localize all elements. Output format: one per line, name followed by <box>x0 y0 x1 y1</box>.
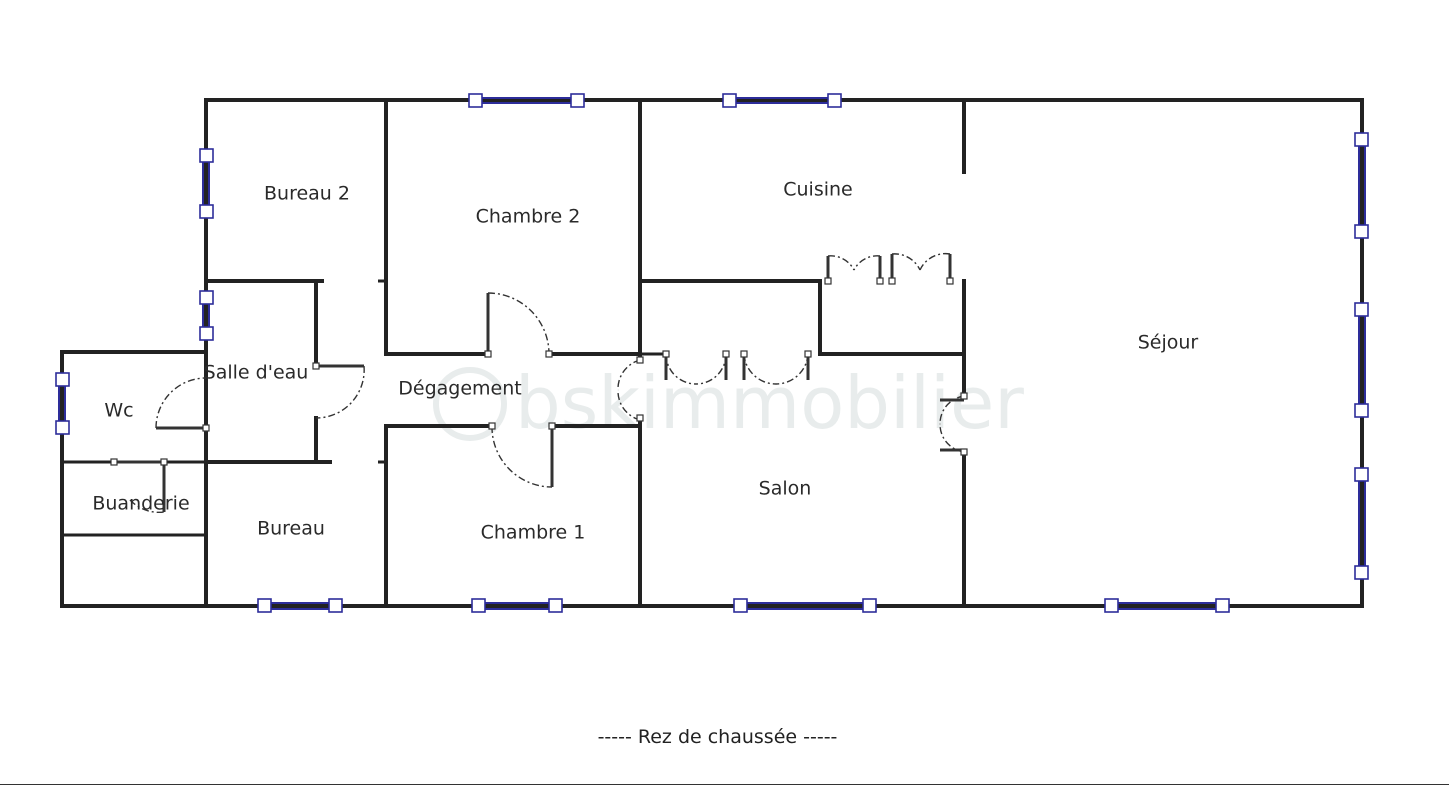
door-chambre1 <box>488 422 556 488</box>
window-right-sejour-1 <box>1354 132 1369 239</box>
bottom-divider <box>0 784 1449 785</box>
window-bottom-salon <box>733 598 877 613</box>
door-salle-eau <box>312 362 365 419</box>
window-bottom-sejour <box>1104 598 1230 613</box>
window-bottom-bureau <box>257 598 343 613</box>
room-label-salon: Salon <box>759 478 812 500</box>
windows <box>55 93 1369 613</box>
room-label-degagement: Dégagement <box>398 378 521 400</box>
window-right-sejour-3 <box>1354 467 1369 580</box>
door-chambre2 <box>484 292 553 358</box>
door-wc <box>155 377 210 432</box>
door-salon-degagement <box>617 356 644 422</box>
room-label-chambre2: Chambre 2 <box>476 206 581 228</box>
window-left-wc <box>55 372 70 435</box>
room-label-bureau2: Bureau 2 <box>264 183 350 205</box>
doors <box>110 252 968 514</box>
room-label-sejour: Séjour <box>1138 332 1199 354</box>
walls <box>60 98 1364 608</box>
room-label-buanderie: Buanderie <box>92 493 189 515</box>
room-label-salle-eau: Salle d'eau <box>204 362 309 384</box>
room-label-wc: Wc <box>104 400 133 422</box>
room-labels: Bureau 2 Chambre 2 Cuisine Séjour Salle … <box>92 179 1198 544</box>
room-label-chambre1: Chambre 1 <box>481 522 586 544</box>
door-salon-cuisine-folding <box>662 350 812 385</box>
room-label-cuisine: Cuisine <box>783 179 853 201</box>
window-bottom-chambre1 <box>471 598 563 613</box>
window-top-cuisine <box>722 93 842 108</box>
door-salon-sejour <box>939 392 968 456</box>
window-right-sejour-2 <box>1354 302 1369 418</box>
door-cuisine-folding <box>824 252 954 285</box>
window-left-salle-eau <box>199 290 214 341</box>
room-label-bureau: Bureau <box>257 518 325 540</box>
window-top-chambre2 <box>468 93 585 108</box>
floor-caption: ----- Rez de chaussée ----- <box>597 726 838 748</box>
door-buanderie <box>110 458 168 514</box>
watermark-logo: bskimmobilier <box>433 361 1024 445</box>
window-left-bureau2 <box>199 148 214 219</box>
watermark-text: bskimmobilier <box>515 361 1024 445</box>
